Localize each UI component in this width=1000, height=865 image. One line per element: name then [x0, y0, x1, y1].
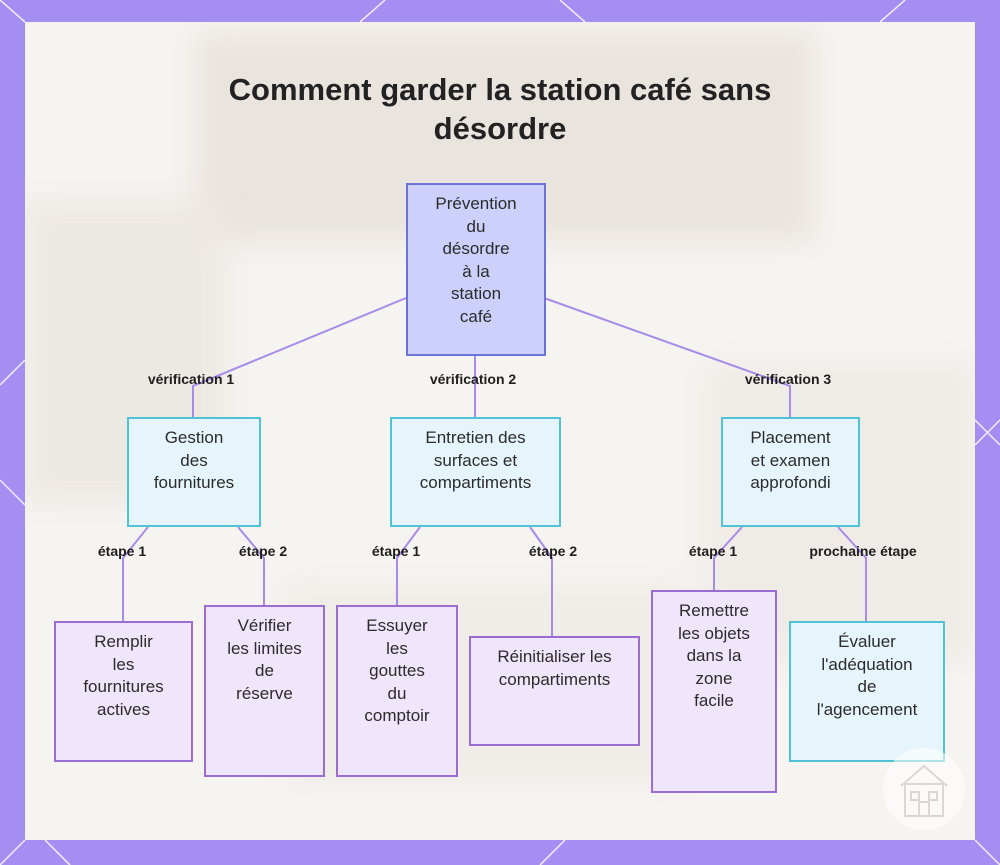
node-entretien-surfaces: Entretien des surfaces et compartiments — [390, 417, 561, 527]
node-gestion-fournitures: Gestion des fournitures — [127, 417, 261, 527]
connector-l1-2-l2-5 — [837, 526, 867, 621]
edge-label-verification-3: vérification 3 — [744, 371, 832, 387]
connector-l1-0-l2-0 — [122, 526, 149, 621]
title-line-2: désordre — [433, 111, 567, 146]
edge-label-etape-2-a: étape 2 — [238, 543, 288, 559]
connector-l1-1-l2-2 — [396, 526, 421, 605]
edge-label-etape-2-b: étape 2 — [528, 543, 578, 559]
edge-label-verification-1: vérification 1 — [147, 371, 235, 387]
edge-label-prochaine-etape: prochaine étape — [809, 543, 917, 559]
node-placement-examen: Placement et examen approfondi — [721, 417, 860, 527]
edge-label-verification-2: vérification 2 — [429, 371, 517, 387]
node-reinitialiser-compartiments: Réinitialiser les compartiments — [469, 636, 640, 746]
node-verifier-limites: Vérifier les limites de réserve — [204, 605, 325, 777]
edge-label-etape-1-c: étape 1 — [688, 543, 738, 559]
node-evaluer-agencement: Évaluer l'adéquation de l'agencement — [789, 621, 945, 762]
connector-l1-1-l2-3 — [529, 526, 553, 636]
diagram-title: Comment garder la station café sans déso… — [25, 70, 975, 148]
edge-label-etape-1-b: étape 1 — [371, 543, 421, 559]
node-remettre-objets: Remettre les objets dans la zone facile — [651, 590, 777, 793]
root-node: Prévention du désordre à la station café — [406, 183, 546, 356]
connector-root-l1-2 — [543, 297, 791, 417]
node-remplir-fournitures: Remplir les fournitures actives — [54, 621, 193, 762]
connector-l1-0-l2-1 — [237, 526, 265, 605]
connector-root-l1-0 — [192, 297, 407, 417]
node-essuyer-gouttes: Essuyer les gouttes du comptoir — [336, 605, 458, 777]
diagram-card: Comment garder la station café sans déso… — [25, 22, 975, 840]
connector-lines — [122, 297, 867, 636]
connector-l1-2-l2-4 — [713, 526, 743, 590]
building-logo-icon — [883, 748, 965, 830]
edge-label-etape-1-a: étape 1 — [97, 543, 147, 559]
title-line-1: Comment garder la station café sans — [228, 72, 772, 107]
